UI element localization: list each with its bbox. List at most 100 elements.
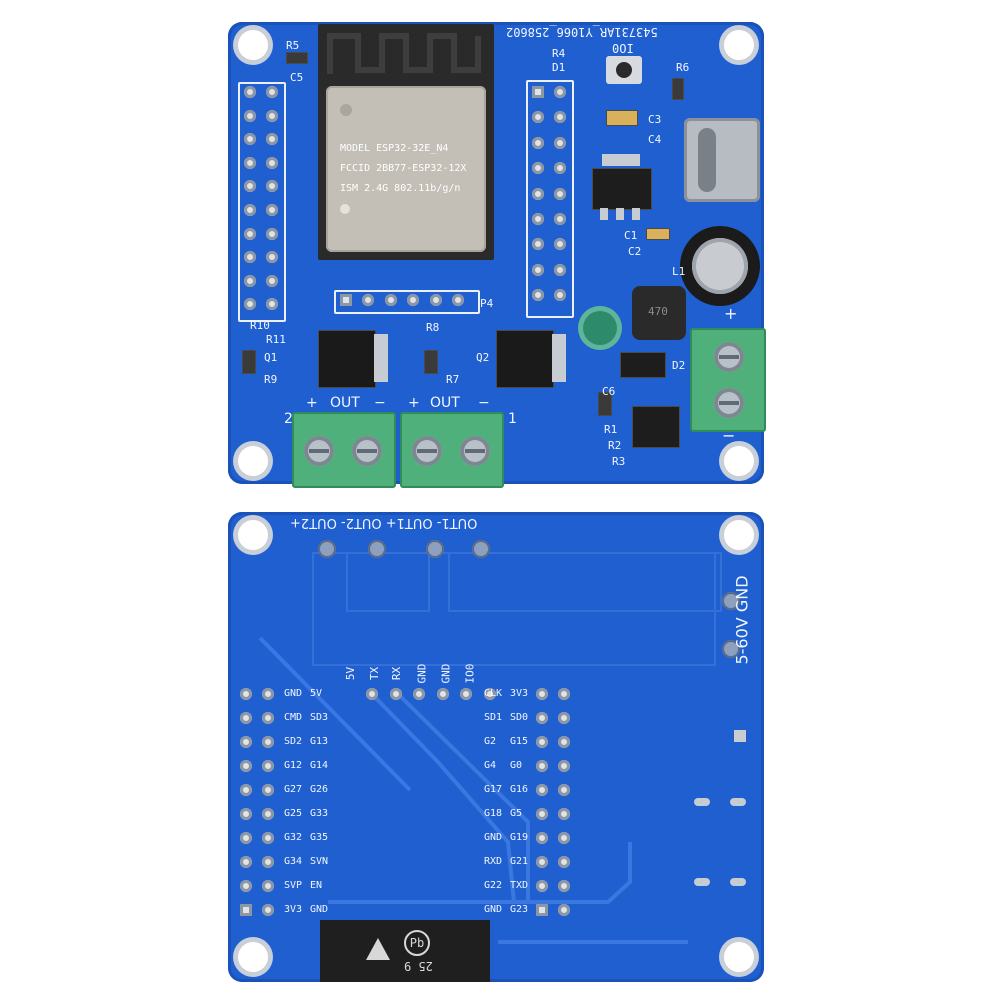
- screw-terminal[interactable]: [352, 436, 382, 466]
- resistor: [286, 52, 308, 64]
- header-pin: [536, 688, 548, 700]
- header-pin: [240, 808, 252, 820]
- antenna-trace: [327, 33, 481, 74]
- pin-label: G35: [310, 832, 329, 843]
- pin-label: G33: [310, 808, 329, 819]
- mounting-hole: [238, 520, 268, 550]
- header-pin: [558, 856, 570, 868]
- header-pin: [558, 784, 570, 796]
- label-r7: R7: [446, 373, 460, 386]
- pin-label: SVP: [284, 880, 303, 891]
- module-fccid: FCCID 2BB77-ESP32-12X: [340, 163, 467, 174]
- header-pin: [244, 180, 256, 193]
- header-pin: [532, 136, 544, 149]
- header-pin: [413, 688, 426, 700]
- header-pin: [240, 784, 252, 796]
- capacitor: [646, 228, 670, 240]
- pin-label: G25: [284, 808, 303, 819]
- screw-terminal[interactable]: [714, 388, 744, 418]
- label-q1: Q1: [264, 351, 278, 364]
- p4-header-outline: [334, 290, 480, 314]
- shield-dot: [340, 104, 352, 116]
- pin-label: GND: [484, 832, 503, 843]
- header-pin: [554, 187, 566, 200]
- header-pin: [532, 238, 544, 251]
- mounting-hole: [724, 446, 754, 476]
- header-pin: [554, 162, 566, 175]
- smd-pad: [730, 878, 746, 886]
- screw-terminal[interactable]: [304, 436, 334, 466]
- mosfet-q1-tab: [374, 334, 388, 382]
- header-pin: [244, 274, 256, 287]
- header-pin: [266, 109, 278, 122]
- header-pin: [240, 832, 252, 844]
- diode-d2: [620, 352, 666, 378]
- mounting-hole: [724, 30, 754, 60]
- screw-terminal[interactable]: [412, 436, 442, 466]
- header-pin: [262, 712, 274, 724]
- mid-label-tx: TX: [368, 666, 382, 681]
- header-pin: [244, 251, 256, 264]
- header-pin: [362, 294, 375, 306]
- mid-label-gnd: GND: [415, 663, 429, 684]
- header-pin: [532, 86, 544, 98]
- header-pin: [244, 204, 256, 216]
- pb-free-icon: Pb: [404, 930, 430, 956]
- power-plus-label: +: [724, 304, 738, 323]
- header-pin: [532, 111, 544, 124]
- header-pin: [536, 736, 548, 748]
- header-pin: [554, 111, 566, 124]
- header-pin: [558, 712, 570, 724]
- header-pin: [240, 880, 252, 892]
- smd-pad: [730, 798, 746, 806]
- header-pin: [266, 298, 278, 311]
- out1-terminal-block[interactable]: [400, 412, 504, 488]
- header-pin: [558, 760, 570, 772]
- header-pin: [262, 736, 274, 748]
- out2-plus: +: [306, 395, 318, 411]
- warning-triangle-icon: [366, 938, 390, 960]
- left-header-outline: [238, 82, 286, 322]
- smd-pad: [694, 878, 710, 886]
- out1-plus: +: [408, 395, 420, 411]
- pin-label: TXD: [510, 880, 529, 891]
- driver-ic: [632, 406, 680, 448]
- screw-terminal[interactable]: [714, 342, 744, 372]
- header-pin: [429, 294, 442, 306]
- pin-label: SD3: [310, 712, 329, 723]
- header-pin: [244, 227, 256, 240]
- out1-label: OUT: [430, 395, 460, 411]
- label-p4: P4: [480, 297, 494, 310]
- usb-c-opening: [698, 128, 716, 192]
- pcb-top-side: MODEL ESP32-32E_N4 FCCID 2BB77-ESP32-12X…: [228, 22, 766, 488]
- header-pin: [266, 251, 278, 264]
- header-pin: [536, 856, 548, 868]
- header-pin: [554, 238, 566, 251]
- pin-label: G16: [510, 784, 529, 795]
- pin-label: RXD: [484, 856, 503, 867]
- smd-pad: [734, 730, 746, 742]
- pin-label: G21: [510, 856, 529, 867]
- voltage-regulator: [592, 168, 652, 210]
- header-pin: [554, 213, 566, 225]
- label-q2: Q2: [476, 351, 490, 364]
- header-pin: [240, 712, 252, 724]
- header-pin: [262, 688, 274, 700]
- power-label: 5-60V GND: [732, 575, 752, 665]
- header-pin: [262, 784, 274, 796]
- header-pin: [262, 832, 274, 844]
- pin-label: GND: [284, 688, 303, 699]
- out1-number: 1: [508, 411, 517, 427]
- power-terminal-block[interactable]: [690, 328, 766, 432]
- header-pin: [536, 832, 548, 844]
- pin-label: GND: [310, 904, 329, 915]
- mounting-hole: [724, 942, 754, 972]
- out2-terminal-block[interactable]: [292, 412, 396, 488]
- usb-c-port[interactable]: [684, 118, 760, 202]
- io0-button[interactable]: [606, 56, 642, 84]
- esp32-module: MODEL ESP32-32E_N4 FCCID 2BB77-ESP32-12X…: [318, 24, 494, 260]
- screw-terminal[interactable]: [460, 436, 490, 466]
- header-pin: [536, 808, 548, 820]
- copper-pour-outline: [346, 552, 430, 612]
- header-pin: [536, 712, 548, 724]
